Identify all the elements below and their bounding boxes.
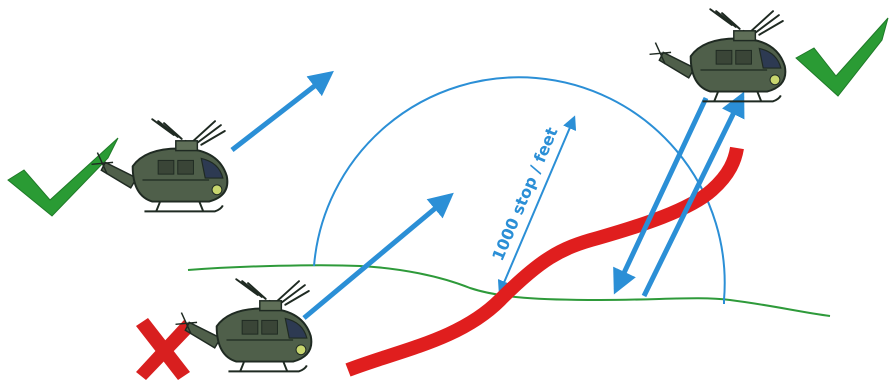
flight-arrow-top-left xyxy=(230,70,334,152)
flight-arrow-descend xyxy=(613,96,709,295)
helicopter-icon xyxy=(90,118,229,213)
flight-arrow-bottom xyxy=(302,192,454,320)
flight-arrow-climb xyxy=(641,91,745,298)
check-icon xyxy=(795,17,889,97)
ridge-obstacle xyxy=(345,146,744,377)
helicopter-icon xyxy=(174,278,313,373)
check-icon xyxy=(7,137,119,217)
dimension-label: 1000 stop / feet xyxy=(488,124,562,263)
dimension-line xyxy=(497,115,577,295)
cross-icon xyxy=(136,318,194,380)
radius-arc xyxy=(313,76,726,301)
ground-line xyxy=(187,264,831,317)
helicopter-icon xyxy=(648,8,787,103)
